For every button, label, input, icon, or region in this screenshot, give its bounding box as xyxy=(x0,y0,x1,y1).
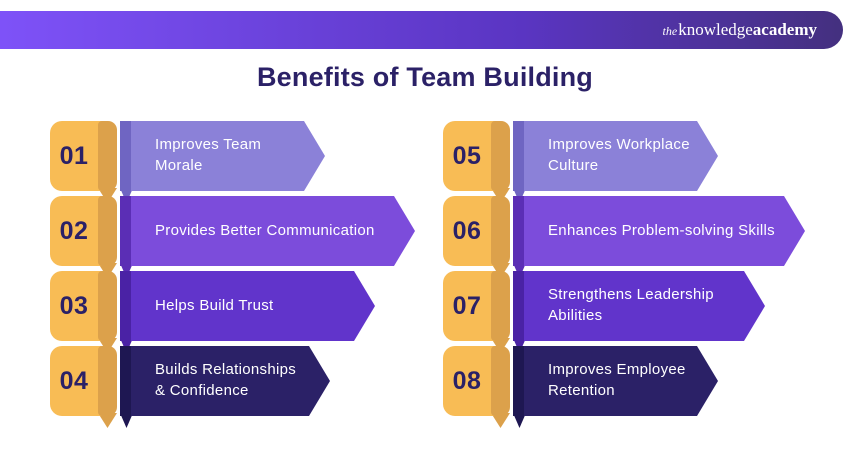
benefit-arrow: Improves Team Morale xyxy=(120,121,325,191)
number-box: 05 xyxy=(443,121,510,191)
benefit-number: 03 xyxy=(59,291,89,320)
logo-text-academy: academy xyxy=(752,20,817,39)
number-box-fold xyxy=(491,121,510,191)
number-box: 01 xyxy=(50,121,117,191)
benefits-column-left: 01 Improves Team Morale 02 Provides Bett… xyxy=(50,121,443,428)
benefit-arrow: Builds Relationships & Confidence xyxy=(120,346,330,416)
logo-text-the: the xyxy=(662,24,678,38)
arrow-fold-strip xyxy=(120,121,131,191)
benefit-item: 02 Provides Better Communication xyxy=(50,196,443,278)
arrow-fold-strip xyxy=(513,346,524,416)
benefit-arrow: Enhances Problem-solving Skills xyxy=(513,196,805,266)
arrow-fold-strip xyxy=(120,196,131,266)
arrow-fold-strip xyxy=(513,271,524,341)
benefits-grid: 01 Improves Team Morale 02 Provides Bett… xyxy=(50,121,805,428)
arrow-fold-strip xyxy=(513,121,524,191)
benefit-arrow: Improves Employee Retention xyxy=(513,346,718,416)
benefit-label: Provides Better Communication xyxy=(155,221,375,239)
benefit-number: 01 xyxy=(59,141,89,170)
number-box-fold xyxy=(491,346,510,416)
number-box-fold xyxy=(98,271,117,341)
number-box-fold xyxy=(491,271,510,341)
benefit-arrow: Improves Workplace Culture xyxy=(513,121,718,191)
benefit-label: Builds Relationships & Confidence xyxy=(155,361,297,399)
benefit-number: 08 xyxy=(452,366,482,395)
benefit-number: 02 xyxy=(59,216,89,245)
benefit-arrow: Provides Better Communication xyxy=(120,196,415,266)
benefit-label: Strengthens Leadership Abilities xyxy=(548,286,714,324)
arrow-fold-strip xyxy=(513,196,524,266)
benefit-label: Helps Build Trust xyxy=(155,296,274,314)
number-box-fold xyxy=(98,121,117,191)
number-box: 03 xyxy=(50,271,117,341)
benefit-item: 08 Improves Employee Retention xyxy=(443,346,803,428)
number-box-fold xyxy=(98,196,117,266)
benefit-label: Improves Employee Retention xyxy=(548,361,686,399)
benefit-label: Enhances Problem-solving Skills xyxy=(548,221,775,239)
benefit-number: 05 xyxy=(452,141,482,170)
number-box: 06 xyxy=(443,196,510,266)
benefit-item: 06 Enhances Problem-solving Skills xyxy=(443,196,805,278)
benefit-item: 04 Builds Relationships & Confidence xyxy=(50,346,443,428)
page-title: Benefits of Team Building xyxy=(256,62,593,92)
benefit-item: 01 Improves Team Morale xyxy=(50,121,443,203)
benefit-number: 04 xyxy=(59,366,89,395)
benefit-label: Improves Workplace Culture xyxy=(548,136,690,174)
number-box: 07 xyxy=(443,271,510,341)
number-box-fold xyxy=(98,346,117,416)
arrow-fold-strip xyxy=(120,271,131,341)
benefit-item: 03 Helps Build Trust xyxy=(50,271,443,353)
number-box: 04 xyxy=(50,346,117,416)
benefits-column-right: 05 Improves Workplace Culture 06 Enhance… xyxy=(443,121,805,428)
logo-text-knowledge: knowledge xyxy=(678,20,753,39)
number-box-fold xyxy=(491,196,510,266)
benefit-arrow: Helps Build Trust xyxy=(120,271,375,341)
benefit-number: 07 xyxy=(452,291,482,320)
benefit-item: 07 Strengthens Leadership Abilities xyxy=(443,271,803,353)
benefit-item: 05 Improves Workplace Culture xyxy=(443,121,803,203)
arrow-fold-strip xyxy=(120,346,131,416)
number-box: 02 xyxy=(50,196,117,266)
number-box: 08 xyxy=(443,346,510,416)
benefit-arrow: Strengthens Leadership Abilities xyxy=(513,271,765,341)
benefit-number: 06 xyxy=(452,216,482,245)
benefit-label: Improves Team Morale xyxy=(155,136,262,174)
